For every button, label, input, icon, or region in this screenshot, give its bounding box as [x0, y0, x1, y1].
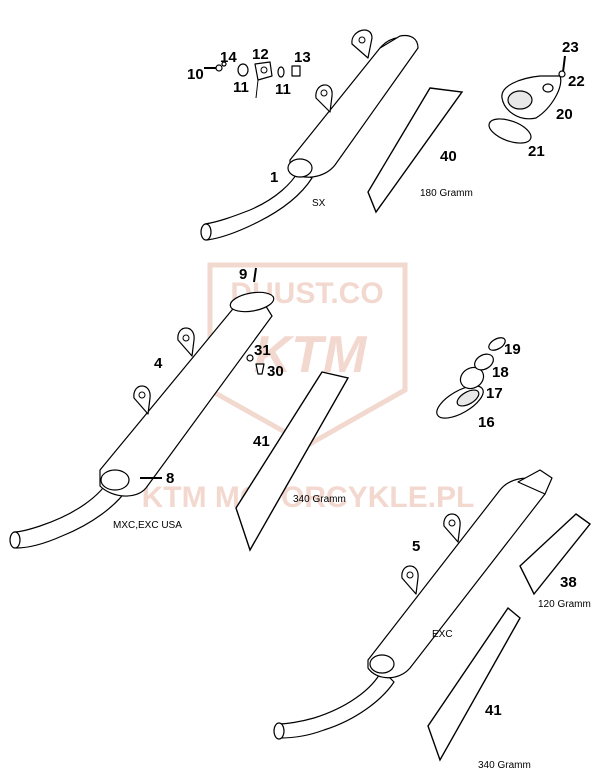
- part-number-41-top: 41: [253, 433, 270, 450]
- insulation-pad-41-exc: [427, 606, 521, 762]
- watermark-bottom-text: KTM MOTORCYKLE.PL: [142, 481, 475, 514]
- mounting-hardware-sx: [204, 61, 301, 99]
- insulation-pad-41-mxc: [235, 371, 350, 552]
- part-number-41-bottom: 41: [485, 702, 502, 719]
- part-number-23: 23: [562, 39, 579, 56]
- cap-parts-16-19: [436, 337, 506, 419]
- part-number-31: 31: [254, 342, 271, 359]
- part-number-14: 14: [220, 49, 237, 66]
- part-number-5: 5: [412, 538, 420, 555]
- part-number-38: 38: [560, 574, 577, 591]
- part-number-21: 21: [528, 143, 545, 160]
- part-number-22: 22: [568, 73, 585, 90]
- part-number-12: 12: [252, 46, 269, 63]
- part-number-11-right: 11: [275, 81, 291, 98]
- insulation-pad-40: [367, 87, 464, 214]
- insulation-pad-38: [519, 513, 592, 596]
- weight-label-340-top: 340 Gramm: [293, 494, 346, 505]
- part-number-17: 17: [486, 385, 503, 402]
- part-number-4: 4: [154, 355, 163, 372]
- part-number-30: 30: [267, 363, 284, 380]
- weight-label-340-bottom: 340 Gramm: [478, 760, 531, 771]
- part-number-8: 8: [166, 470, 174, 487]
- part-number-10: 10: [187, 66, 204, 83]
- part-number-11-left: 11: [233, 79, 249, 96]
- weight-label-120: 120 Gramm: [538, 599, 591, 610]
- end-cap-assembly: [488, 55, 566, 144]
- silencer-exc: [273, 469, 553, 740]
- model-label-mxc: MXC,EXC USA: [113, 520, 182, 531]
- model-label-sx: SX: [312, 198, 326, 209]
- part-number-13: 13: [294, 49, 311, 66]
- part-number-40: 40: [440, 148, 457, 165]
- part-number-18: 18: [492, 364, 509, 381]
- silencer-mxc: [9, 291, 275, 549]
- watermark: DUUST.CO KTM KTM MOTORCYKLE.PL: [142, 262, 475, 514]
- silencer-sx: [200, 29, 419, 241]
- model-label-exc: EXC: [432, 629, 453, 640]
- watermark-logo-ktm: KTM: [254, 326, 368, 384]
- rivets-and-screws: [246, 267, 265, 375]
- part-number-16: 16: [478, 414, 495, 431]
- part-number-19: 19: [504, 341, 521, 358]
- part-number-1: 1: [270, 169, 278, 186]
- weight-label-180: 180 Gramm: [420, 188, 473, 199]
- part-number-20: 20: [556, 106, 573, 123]
- part-number-9: 9: [239, 266, 247, 283]
